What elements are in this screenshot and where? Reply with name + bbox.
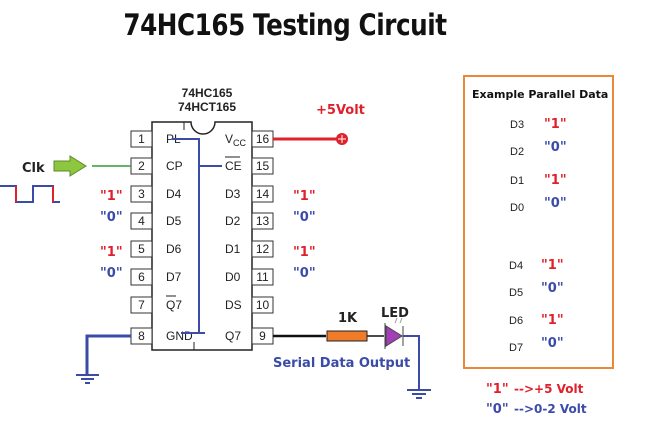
left-pin-number: 6 — [138, 270, 145, 284]
diagram-title: 74HC165 Testing Circuit — [123, 8, 447, 42]
right-pin-label: Q7 — [225, 329, 241, 343]
pin-label-text: D3 — [225, 187, 241, 201]
left-pin-label: D4 — [166, 187, 182, 201]
panel-pin-value: "0" — [541, 336, 564, 351]
left-pin-number: 2 — [138, 159, 145, 173]
chip-body — [151, 121, 253, 351]
panel-pin-label: D2 — [510, 146, 524, 158]
right-pin-label: DS — [225, 298, 242, 312]
right-pin-box — [251, 157, 274, 175]
left-pin-label: CP — [166, 159, 183, 173]
right-pin-number: 9 — [259, 329, 266, 343]
left-pin-label: D6 — [166, 242, 182, 256]
right-pin-box — [251, 185, 274, 203]
right-pin-number: 14 — [256, 187, 270, 201]
input-d5-value: "0" — [100, 210, 123, 225]
right-pin-number: 16 — [256, 132, 270, 146]
right-pin-number: 10 — [256, 298, 270, 312]
panel-pin-label: D4 — [509, 260, 523, 272]
panel-pin-value: "1" — [541, 313, 564, 328]
left-pin-number: 8 — [138, 329, 145, 343]
panel-pin-value: "0" — [541, 281, 564, 296]
right-pin-label: D3 — [225, 187, 241, 201]
input-d3-value: "1" — [293, 189, 316, 204]
chip-name-2: 74HCT165 — [177, 100, 237, 114]
input-d4-value: "1" — [100, 189, 123, 204]
pin-label-text: D0 — [225, 270, 241, 284]
input-d0-value: "0" — [293, 266, 316, 281]
left-pin-box — [130, 185, 153, 203]
chip-name-1: 74HC165 — [181, 86, 233, 100]
right-pin-label: CE — [225, 159, 242, 173]
legend-low-text: -->0-2 Volt — [514, 402, 587, 416]
gnd-wire — [85, 334, 131, 374]
pin-label-text: V — [225, 132, 233, 146]
left-pin-label: D7 — [166, 270, 182, 284]
pin-label-text: Q7 — [225, 329, 241, 343]
right-pin-box — [251, 268, 274, 286]
left-pin-number: 4 — [138, 214, 145, 228]
legend-low-key: "0" — [486, 402, 509, 417]
left-pin-box — [130, 212, 153, 230]
left-pin-box — [130, 130, 153, 148]
panel-pin-value: "1" — [544, 117, 567, 132]
power-label: +5Volt — [316, 103, 365, 118]
left-pin-box — [130, 240, 153, 258]
panel-pin-label: D5 — [509, 287, 523, 299]
panel-pin-value: "0" — [544, 140, 567, 155]
right-pin-number: 15 — [256, 159, 270, 173]
clock-label: Clk — [22, 161, 45, 176]
right-pin-box — [251, 296, 274, 314]
right-pin-label: D1 — [225, 242, 241, 256]
serial-output-label: Serial Data Output — [273, 356, 410, 371]
left-pin-number: 5 — [138, 242, 145, 256]
pin-label-text: DS — [225, 298, 242, 312]
right-pin-number: 13 — [256, 214, 270, 228]
right-pin-number: 12 — [256, 242, 270, 256]
panel-pin-label: D3 — [510, 119, 524, 131]
resistor-1k — [326, 330, 368, 342]
left-pin-number: 3 — [138, 187, 145, 201]
input-d6-value: "1" — [100, 245, 123, 260]
right-pin-box — [251, 212, 274, 230]
example-data-panel — [463, 75, 614, 369]
right-pin-label: D2 — [225, 214, 241, 228]
panel-title: Example Parallel Data — [472, 88, 608, 101]
pin-label-text: D2 — [225, 214, 241, 228]
left-pin-number: 7 — [138, 298, 145, 312]
left-pin-label: D5 — [166, 214, 182, 228]
pin-label-subscript: CC — [233, 138, 246, 148]
right-pin-label: VCC — [225, 132, 247, 148]
resistor-label: 1K — [338, 311, 358, 326]
right-pin-number: 11 — [256, 270, 269, 284]
led-icon — [385, 325, 403, 347]
pin-label-text: CE — [225, 159, 242, 173]
clock-waveform — [0, 185, 60, 203]
clock-arrow-icon — [53, 155, 87, 177]
left-pin-number: 1 — [138, 132, 145, 146]
led-ground-wire — [403, 335, 420, 390]
input-d7-value: "0" — [100, 266, 123, 281]
panel-pin-label: D0 — [510, 202, 524, 214]
left-pin-label: GND — [166, 329, 193, 343]
panel-pin-value: "0" — [544, 196, 567, 211]
left-pin-box — [130, 296, 153, 314]
legend-high-text: -->+5 Volt — [514, 382, 584, 396]
input-d1-value: "1" — [293, 245, 316, 260]
panel-pin-label: D7 — [509, 342, 523, 354]
pin-label-text: D1 — [225, 242, 241, 256]
panel-pin-label: D6 — [509, 315, 523, 327]
legend-high-key: "1" — [486, 382, 509, 397]
right-pin-box — [251, 240, 274, 258]
panel-pin-label: D1 — [510, 175, 524, 187]
left-pin-box — [130, 268, 153, 286]
panel-pin-value: "1" — [544, 173, 567, 188]
panel-pin-value: "1" — [541, 258, 564, 273]
led-label: LED — [381, 306, 409, 321]
input-d2-value: "0" — [293, 210, 316, 225]
left-pin-label: Q7 — [166, 298, 182, 312]
right-pin-label: D0 — [225, 270, 241, 284]
